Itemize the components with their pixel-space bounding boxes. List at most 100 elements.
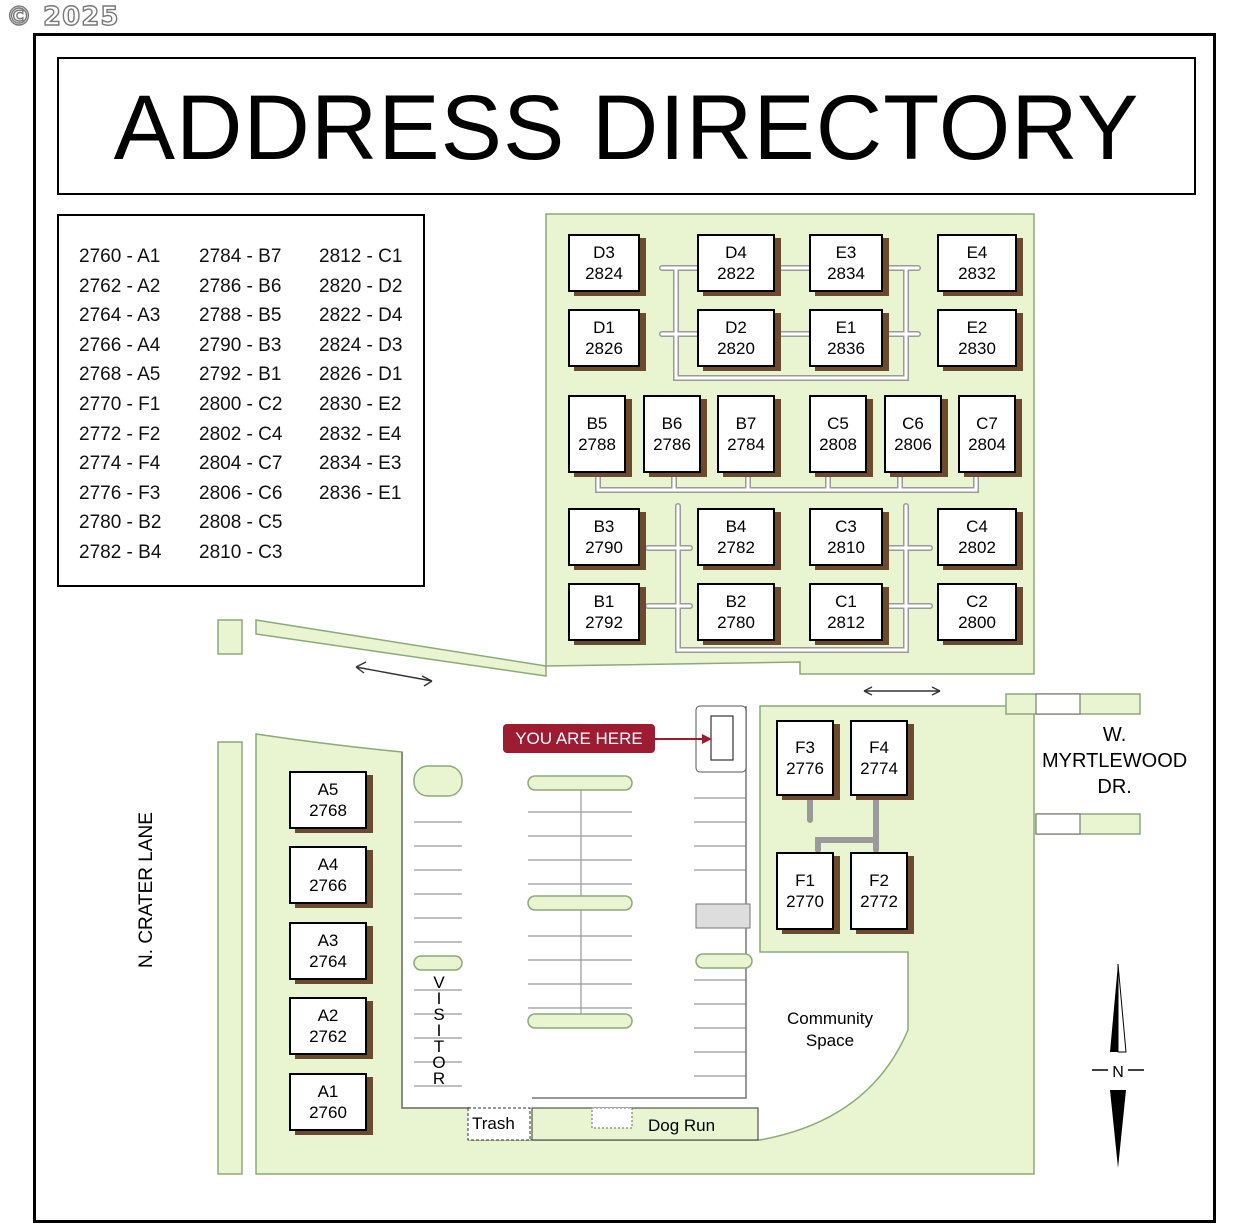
directory-entry: 2812 - C1	[319, 246, 403, 267]
building-address-label: 2764	[309, 952, 347, 971]
directory-entry: 2764 - A3	[79, 305, 161, 327]
street-name-east: W. MYRTLEWOOD DR.	[1042, 722, 1187, 800]
building-unit-label: E4	[966, 243, 988, 262]
trash-enclosure	[467, 1107, 531, 1141]
building-b7: B7 2784	[717, 395, 775, 473]
building-unit-label: C5	[827, 414, 849, 433]
directory-entry: 2832 - E4	[319, 423, 402, 445]
directory-entry: 2792 - B1	[199, 364, 282, 386]
building-address-label: 2770	[786, 892, 824, 911]
community-label-line1: Community	[787, 1009, 873, 1028]
building-address-label: 2802	[958, 538, 996, 557]
parking-lot-outline	[401, 706, 747, 1109]
building-address-label: 2788	[578, 435, 616, 454]
parking-island	[413, 765, 463, 797]
building-address-label: 2760	[309, 1103, 347, 1122]
north-driveway-verge	[255, 619, 547, 677]
directory-entry: 2824 - D3	[319, 334, 403, 356]
building-address-label: 2786	[653, 435, 691, 454]
building-f1: F1 2770	[776, 852, 834, 930]
building-unit-label: D2	[725, 318, 747, 337]
building-address-label: 2834	[827, 264, 865, 283]
directory-entry: 2768 - A5	[79, 364, 161, 386]
building-unit-label: B7	[735, 414, 757, 433]
crosswalk	[1035, 693, 1081, 715]
building-address-label: 2810	[827, 538, 865, 557]
building-address-label: 2792	[585, 613, 623, 632]
building-unit-label: B3	[593, 517, 615, 536]
building-unit-label: B6	[661, 414, 683, 433]
building-unit-label: F1	[795, 871, 815, 890]
building-unit-label: D1	[593, 318, 615, 337]
trash-label: Trash	[472, 1114, 515, 1133]
building-address-label: 2774	[860, 759, 898, 778]
parking-stalls	[414, 790, 746, 1087]
building-address-label: 2784	[727, 435, 765, 454]
building-f2: F2 2772	[850, 852, 908, 930]
building-unit-label: D3	[593, 243, 615, 262]
building-address-label: 2772	[860, 892, 898, 911]
directory-entry: 2826 - D1	[319, 364, 403, 386]
building-a2: A2 2762	[289, 997, 367, 1055]
directory-entry: 2806 - C6	[199, 482, 283, 504]
building-unit-label: C7	[976, 414, 998, 433]
building-unit-label: D4	[725, 243, 747, 262]
building-address-label: 2812	[827, 613, 865, 632]
visitor-letter: I	[436, 1021, 442, 1040]
directory-entry: 2822 - D4	[319, 305, 403, 327]
building-unit-label: F3	[795, 738, 815, 757]
building-c3: C3 2810	[809, 508, 883, 566]
building-b3: B3 2790	[568, 508, 640, 566]
directory-entry: 2780 - B2	[79, 512, 162, 534]
building-unit-label: E3	[835, 243, 857, 262]
directory-entry: 2800 - C2	[199, 393, 283, 415]
building-b6: B6 2786	[643, 395, 701, 473]
building-unit-label: F4	[869, 738, 889, 757]
building-unit-label: E2	[966, 318, 988, 337]
directory-entry: 2808 - C5	[199, 512, 283, 534]
north-label: N	[1112, 1064, 1124, 1081]
building-unit-label: B5	[586, 414, 608, 433]
building-a1: A1 2760	[289, 1073, 367, 1131]
building-unit-label: C3	[835, 517, 857, 536]
building-address-label: 2790	[585, 538, 623, 557]
building-unit-label: A4	[317, 855, 339, 874]
directory-entry: 2784 - B7	[199, 246, 282, 267]
building-unit-label: A2	[317, 1006, 339, 1025]
traffic-arrows	[355, 661, 941, 696]
directory-entry: 2786 - B6	[199, 275, 282, 297]
building-address-label: 2806	[894, 435, 932, 454]
you-are-here-badge: YOU ARE HERE	[503, 724, 655, 753]
west-street-strip	[217, 619, 243, 655]
community-space-label: Community Space	[776, 1008, 884, 1052]
directory-entry: 2834 - E3	[319, 453, 402, 475]
building-address-label: 2830	[958, 339, 996, 358]
directory-entry: 2776 - F3	[79, 482, 161, 504]
directory-entry: 2804 - C7	[199, 453, 283, 475]
building-address-label: 2762	[309, 1027, 347, 1046]
building-unit-label: F2	[869, 871, 889, 890]
visitor-letter: I	[436, 989, 442, 1008]
building-unit-label: E1	[835, 318, 857, 337]
directory-entry: 2774 - F4	[79, 453, 161, 475]
street-name-east-line1: W.	[1102, 724, 1127, 746]
visitor-letter: O	[432, 1053, 446, 1072]
directory-entry: 2790 - B3	[199, 334, 282, 356]
building-unit-label: A1	[317, 1082, 339, 1101]
building-unit-label: A3	[317, 931, 339, 950]
directory-entry: 2830 - E2	[319, 393, 402, 415]
